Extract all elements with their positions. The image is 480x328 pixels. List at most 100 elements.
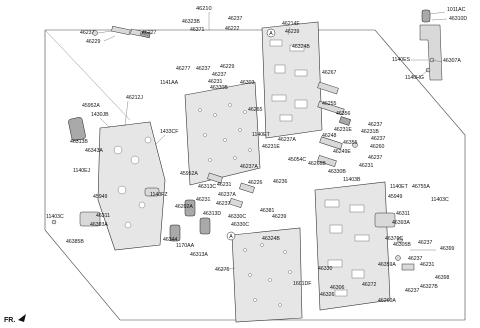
- label-46343a: 46343A: [85, 148, 103, 154]
- label-46231e: 46231E: [334, 127, 352, 133]
- callout-a-lower: A: [226, 231, 236, 241]
- label-46310d: 46310D: [449, 16, 467, 22]
- label-46313d: 46313D: [203, 211, 221, 217]
- front-indicator: FR.: [4, 314, 26, 324]
- label-1601df: 1601DF: [293, 281, 311, 287]
- label-1140fz: 1140FZ: [150, 192, 168, 198]
- label-46359a: 46359A: [378, 262, 396, 268]
- label-46344: 46344: [163, 237, 178, 243]
- label-1141aa: 1141AA: [160, 80, 179, 86]
- right-solenoid: [374, 212, 415, 271]
- label-46324b: 46324B: [262, 236, 280, 242]
- separator-plate-upper: [184, 81, 261, 186]
- right-spool-parts: [317, 81, 358, 167]
- label-46229: 46229: [86, 39, 101, 45]
- label-46266b: 46266B: [308, 161, 326, 167]
- label-46272: 46272: [362, 282, 377, 288]
- label-46237: 46237: [196, 66, 211, 72]
- label-46324b: 46324B: [292, 44, 310, 50]
- label-46237a: 46237A: [240, 164, 258, 170]
- label-46222: 46222: [225, 26, 240, 32]
- label-46249e: 46249E: [333, 149, 351, 155]
- label-46330c: 46330C: [231, 222, 249, 228]
- label-46313a: 46313A: [190, 252, 208, 258]
- left-solenoid: [51, 117, 101, 227]
- svg-text:FR.: FR.: [4, 317, 15, 324]
- label-45949: 45949: [388, 194, 403, 200]
- label-46371: 46371: [190, 27, 205, 33]
- lower-valve-body: [314, 181, 391, 311]
- label-46313b: 46313B: [70, 139, 88, 145]
- label-1433cf: 1433CF: [160, 129, 178, 135]
- label-46237: 46237: [368, 122, 383, 128]
- label-46277: 46277: [176, 66, 191, 72]
- label-46237: 46237: [405, 288, 420, 294]
- label-46237: 46237: [368, 155, 383, 161]
- label-46393a: 46393A: [392, 220, 410, 226]
- label-46202a: 46202A: [175, 204, 193, 210]
- label-46311: 46311: [96, 213, 110, 219]
- label-46330b: 46330B: [210, 85, 228, 91]
- label-1140hg: 1140HG: [405, 75, 424, 81]
- label-11403b: 11403B: [343, 177, 361, 183]
- label-11403c: 11403C: [46, 214, 64, 220]
- label-46239: 46239: [272, 214, 287, 220]
- label-46237a: 46237A: [218, 192, 236, 198]
- label-46231: 46231: [359, 163, 374, 169]
- label-46303: 46303: [240, 80, 255, 86]
- callout-a-upper: A: [266, 28, 276, 38]
- label-46385b: 46385B: [66, 239, 84, 245]
- label-46356: 46356: [336, 111, 351, 117]
- label-46305b: 46305B: [393, 242, 411, 248]
- label-45952a: 45952A: [82, 103, 100, 109]
- label-46326: 46326: [320, 292, 335, 298]
- label-1140et: 1140ET: [252, 132, 271, 138]
- label-11403c: 11403C: [431, 197, 449, 203]
- label-46311: 46311: [396, 211, 410, 217]
- leader-lines: [97, 11, 448, 271]
- label-46399: 46399: [440, 246, 455, 252]
- label-45054c: 45054C: [288, 157, 306, 163]
- label-46237: 46237: [212, 72, 227, 78]
- left-spool-parts: [92, 25, 151, 39]
- label-46237: 46237: [418, 240, 433, 246]
- assembly-frame: [44, 29, 466, 321]
- label-46755a: 46755A: [412, 184, 430, 190]
- label-46226: 46226: [248, 180, 263, 186]
- label-46306: 46306: [330, 285, 345, 291]
- sensor-bracket: [419, 9, 443, 81]
- label-46231e: 46231E: [262, 144, 280, 150]
- label-46248: 46248: [322, 133, 337, 139]
- label-46267: 46267: [322, 70, 337, 76]
- label-46330b: 46330B: [328, 169, 346, 175]
- label-46313c: 46313C: [198, 184, 216, 190]
- label-46265: 46265: [248, 107, 263, 113]
- label-46260a: 46260A: [378, 298, 396, 304]
- assembly-part-number: 46210: [196, 6, 212, 12]
- label-46231: 46231: [217, 182, 232, 188]
- label-45952a: 45952A: [180, 171, 198, 177]
- label-46212j: 46212J: [126, 95, 143, 101]
- part-labels: 46237 46229 46227 46323B 46237 46371 462…: [46, 7, 467, 304]
- label-46330c: 46330C: [228, 214, 246, 220]
- label-1140ej: 1140EJ: [73, 168, 91, 174]
- label-46231: 46231: [196, 197, 211, 203]
- solenoid-valves: [144, 172, 255, 242]
- label-46307a: 46307A: [443, 58, 461, 64]
- separator-plate-lower: [231, 227, 303, 323]
- label-46237: 46237: [371, 136, 386, 142]
- label-46231b: 46231B: [361, 129, 379, 135]
- label-46229: 46229: [220, 64, 235, 70]
- label-46237: 46237: [228, 16, 243, 22]
- label-46255: 46255: [322, 101, 337, 107]
- label-46231: 46231: [208, 79, 223, 85]
- label-46323b: 46323B: [182, 19, 200, 25]
- label-46227: 46227: [142, 30, 157, 36]
- label-46236: 46236: [273, 179, 288, 185]
- label-46327b: 46327B: [420, 284, 438, 290]
- label-1011ac: 1011AC: [447, 7, 466, 13]
- label-46355: 46355: [343, 140, 358, 146]
- svg-text:A: A: [269, 31, 273, 37]
- label-46376c: 46376C: [385, 236, 403, 242]
